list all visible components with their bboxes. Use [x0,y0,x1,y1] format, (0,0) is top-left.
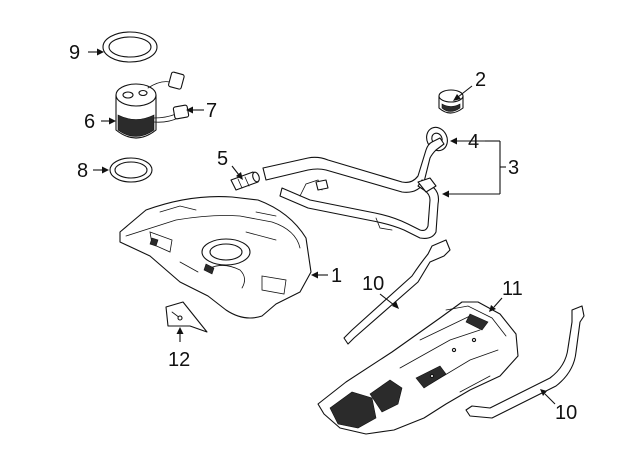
part-3-filler-pipe [262,137,445,239]
part-5-vent-tube [230,171,260,191]
part-2-filler-cap [438,89,464,114]
leader-lines [88,48,556,405]
callout-labels: 9 2 6 7 4 5 3 8 1 10 11 12 10 [69,42,577,424]
part-11-heat-shield [317,301,519,435]
part-6-fuel-pump [115,81,179,139]
callout-7: 7 [206,100,217,122]
callout-6: 6 [84,111,95,133]
callout-4: 4 [468,131,479,153]
callout-10-right: 10 [555,402,577,424]
part-1-fuel-tank [119,196,312,319]
callout-11: 11 [502,278,523,300]
callout-2: 2 [475,69,486,91]
callout-10-left: 10 [362,273,384,295]
part-10-strap-right [465,305,585,419]
part-10-strap-left [343,239,451,345]
callout-9: 9 [69,42,80,64]
callout-5: 5 [217,148,228,170]
part-12-bracket [165,301,208,333]
part-9-lock-ring [102,31,158,63]
callout-1: 1 [331,265,342,287]
part-8-seal [109,157,153,183]
part-7-connectors [168,71,190,120]
callout-12: 12 [168,349,190,371]
callout-3: 3 [508,157,519,179]
callout-8: 8 [77,160,88,182]
